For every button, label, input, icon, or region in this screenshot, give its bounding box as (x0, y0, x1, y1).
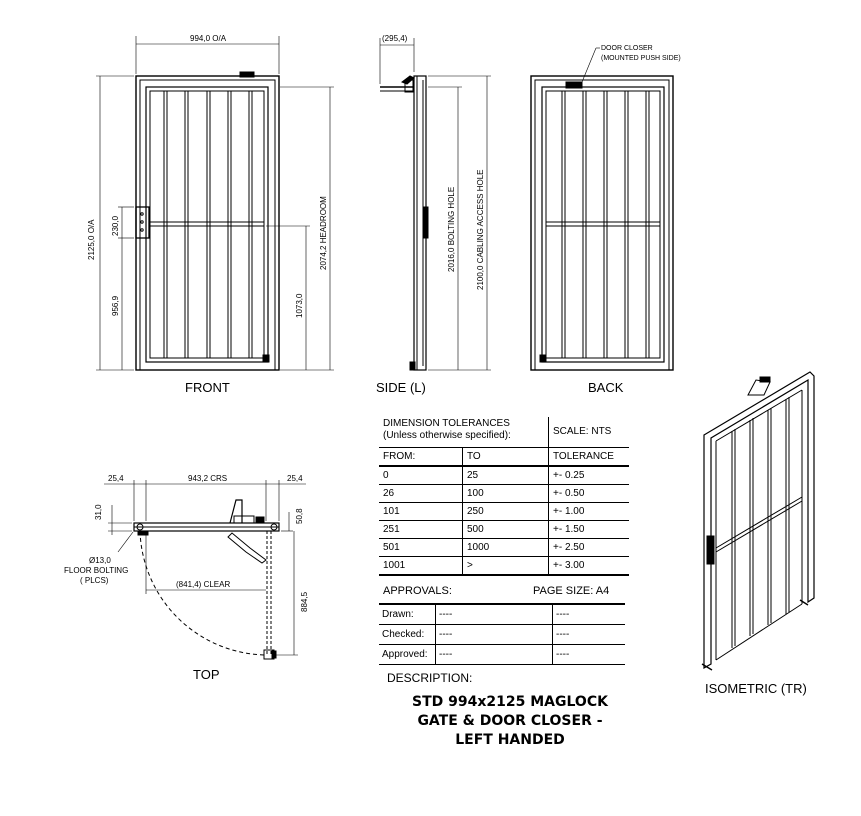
floor-bolting-3: ( PLCS) (80, 576, 109, 585)
cell-to: 25 (462, 466, 549, 485)
cell-to: 100 (462, 484, 549, 503)
table-row: 0 25 +- 0.25 (379, 466, 629, 485)
cell-tol: +- 3.00 (548, 556, 629, 576)
front-view-label: FRONT (185, 380, 230, 395)
top-right-dim: 25,4 (287, 474, 303, 483)
cell-from: 1001 (379, 556, 463, 576)
table-row: 501 1000 +- 2.50 (379, 538, 629, 557)
table-row: 251 500 +- 1.50 (379, 520, 629, 539)
table-row: 101 250 +- 1.00 (379, 502, 629, 521)
approval-b: ---- (552, 604, 625, 625)
cell-from: 101 (379, 502, 463, 521)
table-row: 26 100 +- 0.50 (379, 484, 629, 503)
cell-from: 251 (379, 520, 463, 539)
back-view (530, 47, 674, 371)
approval-label: Drawn: (379, 604, 436, 625)
tolerance-table: DIMENSION TOLERANCES (Unless otherwise s… (379, 417, 629, 576)
cell-to: 500 (462, 520, 549, 539)
cell-from: 26 (379, 484, 463, 503)
description-line: LEFT HANDED (455, 732, 565, 748)
top-left-dim: 25,4 (108, 474, 124, 483)
cell-tol: +- 1.00 (548, 502, 629, 521)
cell-to: 1000 (462, 538, 549, 557)
table-row: 1001 > +- 3.00 (379, 556, 629, 576)
front-height-dim: 2125,0 O/A (87, 219, 96, 260)
top-view-label: TOP (193, 667, 220, 682)
side-view (379, 38, 491, 371)
floor-bolting-2: FLOOR BOLTING (64, 566, 128, 575)
tolerance-title: DIMENSION TOLERANCES (Unless otherwise s… (379, 417, 549, 448)
side-bolting-dim: 2016,0 BOLTING HOLE (447, 187, 456, 272)
top-884-dim: 884,5 (300, 591, 309, 612)
isometric-view-label: ISOMETRIC (TR) (705, 681, 807, 696)
tolerance-title-line1: DIMENSION TOLERANCES (383, 418, 510, 429)
top-view (104, 480, 306, 660)
approvals-title: APPROVALS: (383, 585, 452, 597)
cell-tol: +- 2.50 (548, 538, 629, 557)
approval-b: ---- (552, 624, 625, 645)
side-top-dim: (295,4) (382, 34, 408, 43)
front-1073-dim: 1073,0 (295, 293, 304, 318)
front-width-dim: 994,0 O/A (190, 34, 227, 43)
approval-a: ---- (435, 604, 553, 625)
description-label: DESCRIPTION: (387, 671, 473, 685)
col-from: FROM: (379, 447, 463, 467)
approval-a: ---- (435, 624, 553, 645)
approval-b: ---- (552, 644, 625, 665)
col-to: TO (462, 447, 549, 467)
cell-to: > (462, 556, 549, 576)
approval-a: ---- (435, 644, 553, 665)
approval-row: Checked: ---- ---- (379, 624, 625, 645)
door-closer-note-1: DOOR CLOSER (601, 45, 653, 52)
cell-from: 501 (379, 538, 463, 557)
cell-tol: +- 0.50 (548, 484, 629, 503)
side-cabling-dim: 2100,0 CABLING ACCESS HOLE (476, 170, 485, 291)
approval-row: Approved: ---- ---- (379, 644, 625, 665)
front-view (96, 36, 334, 371)
top-50-dim: 50,8 (295, 508, 304, 524)
cell-to: 250 (462, 502, 549, 521)
front-956-dim: 956,9 (111, 295, 120, 316)
door-closer-note-2: (MOUNTED PUSH SIDE) (601, 55, 681, 62)
approval-row: Drawn: ---- ---- (379, 604, 625, 625)
cell-tol: +- 1.50 (548, 520, 629, 539)
page-size: PAGE SIZE: A4 (533, 585, 610, 597)
approval-label: Checked: (379, 624, 436, 645)
description-text: STD 994x2125 MAGLOCK GATE & DOOR CLOSER … (375, 693, 645, 750)
cell-tol: +- 0.25 (548, 466, 629, 485)
approval-label: Approved: (379, 644, 436, 665)
description-line: GATE & DOOR CLOSER - (417, 713, 603, 729)
front-headroom-dim: 2074,2 HEADROOM (319, 196, 328, 270)
col-tolerance: TOLERANCE (548, 447, 629, 467)
scale-label: SCALE: NTS (548, 417, 629, 448)
tolerance-title-line2: (Unless otherwise specified): (383, 430, 511, 441)
approvals-table: Drawn: ---- ---- Checked: ---- ---- Appr… (379, 603, 625, 665)
floor-bolting-1: Ø13,0 (89, 556, 111, 565)
description-line: STD 994x2125 MAGLOCK (412, 694, 608, 710)
top-clear-dim: (841,4) CLEAR (176, 580, 230, 589)
back-view-label: BACK (588, 380, 624, 395)
top-crs-dim: 943,2 CRS (188, 474, 227, 483)
cell-from: 0 (379, 466, 463, 485)
front-230-dim: 230,0 (111, 215, 120, 236)
side-view-label: SIDE (L) (376, 380, 426, 395)
isometric-view (701, 371, 815, 671)
top-31-dim: 31,0 (94, 504, 103, 520)
